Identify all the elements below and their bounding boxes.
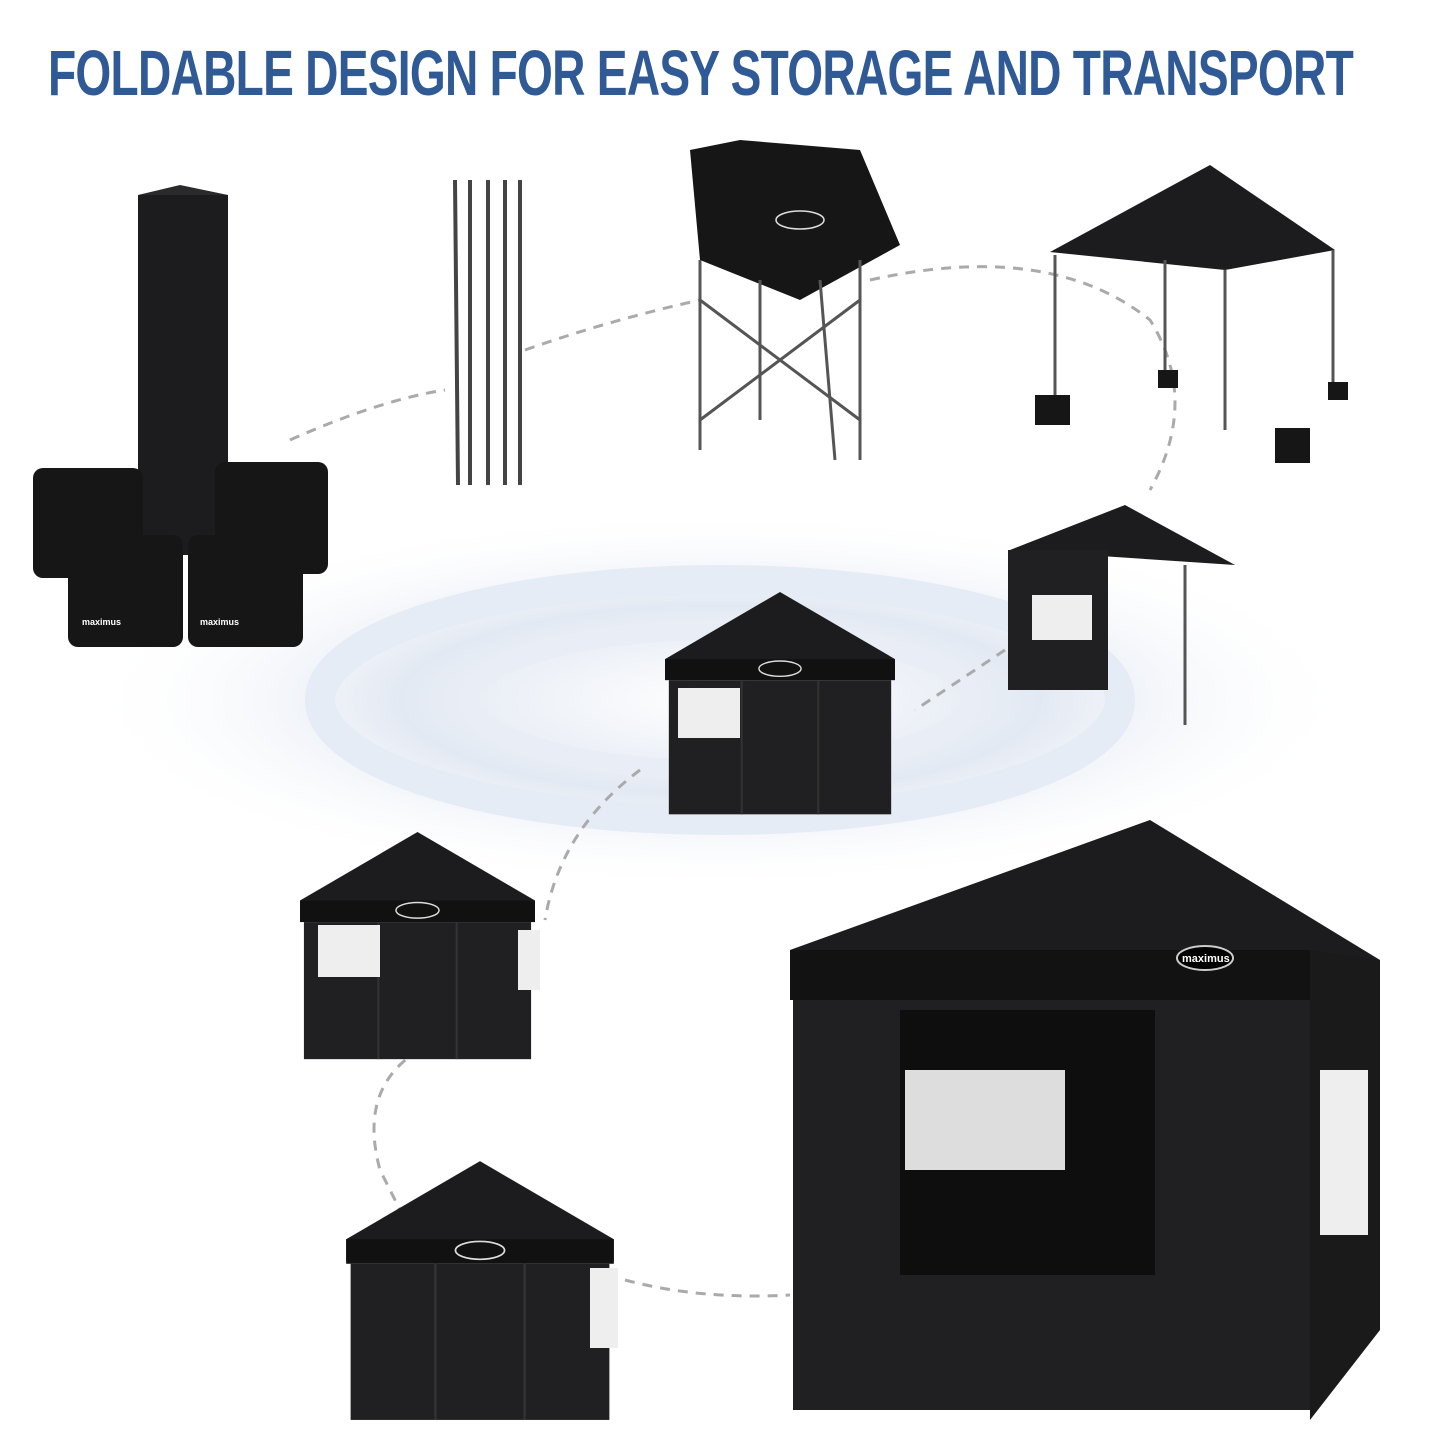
folded-frame [453, 179, 522, 486]
window [318, 925, 380, 977]
brand-logo-text: maximus [82, 617, 121, 627]
canopy-one-sidewall [1008, 505, 1235, 725]
dashed-path [289, 265, 1177, 1298]
window [518, 930, 540, 990]
raised-canopy [1035, 165, 1348, 463]
enclosed-canopy-door-open: maximus [790, 820, 1380, 1420]
page-title: FOLDABLE DESIGN FOR EASY STORAGE AND TRA… [48, 37, 1354, 109]
brand-logo-text: maximus [200, 617, 239, 627]
carry-bag-with-weights: maximus maximus [33, 185, 328, 647]
fully-enclosed-canopy [345, 1160, 615, 1422]
window [590, 1268, 618, 1348]
brand-logo-text: maximus [1182, 953, 1230, 965]
partially-open-frame [690, 140, 900, 461]
window [678, 688, 740, 738]
